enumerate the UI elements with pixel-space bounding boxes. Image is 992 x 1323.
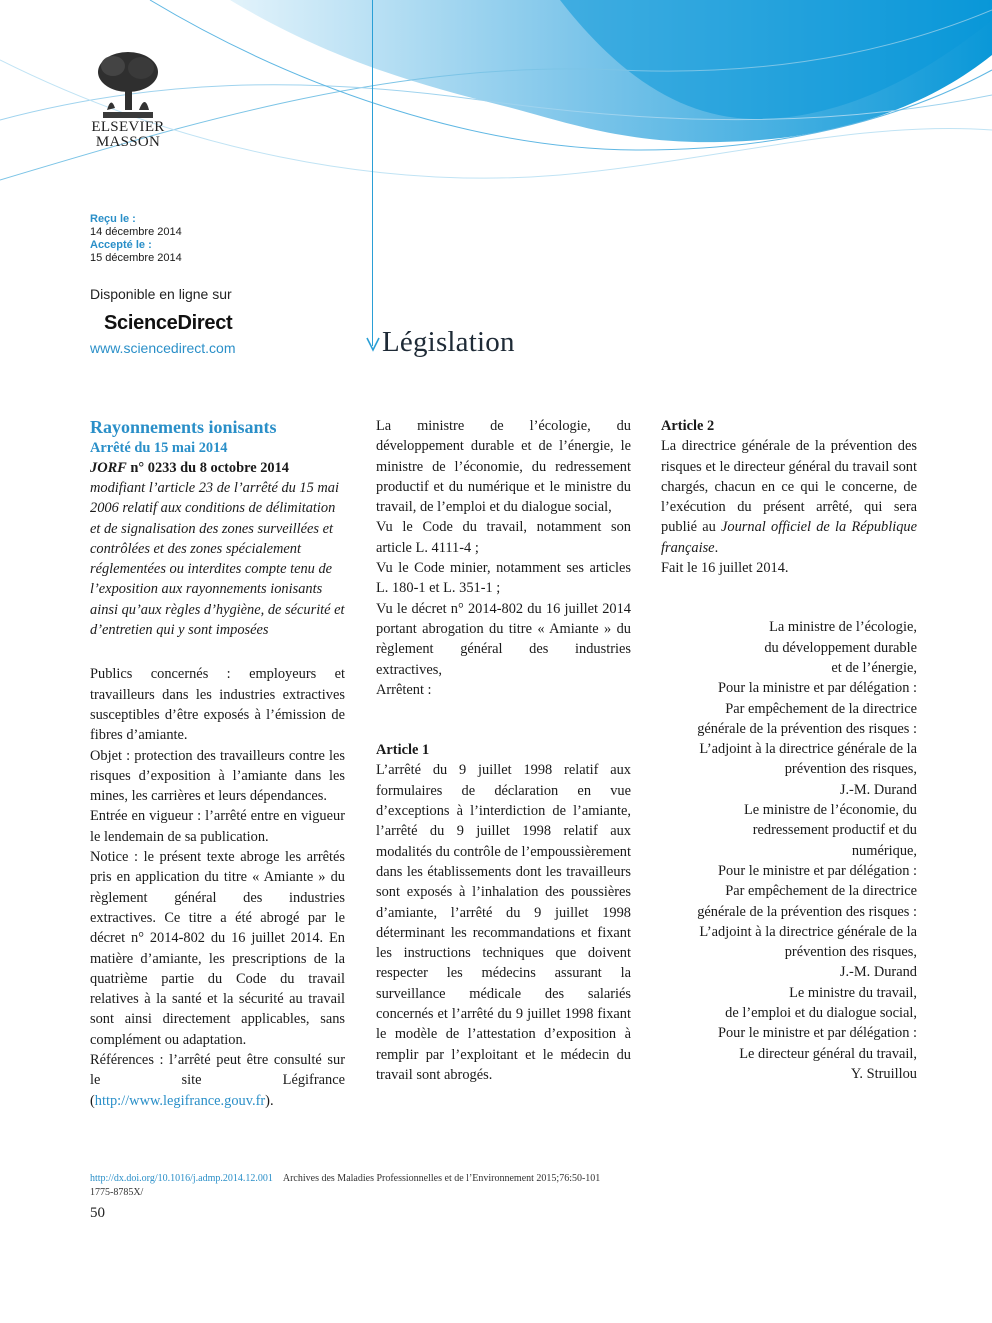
signature-line: redressement productif et du	[752, 822, 917, 839]
column-2: La ministre de l’écologie, du développem…	[376, 416, 631, 1085]
spacer	[376, 700, 631, 740]
decree-date: Arrêté du 15 mai 2014	[90, 440, 228, 456]
logo-line-masson: MASSON	[95, 134, 161, 150]
signature-line: Pour le ministre et par délégation :	[717, 1025, 917, 1042]
column-1: Rayonnements ionisants Arrêté du 15 mai …	[90, 416, 345, 1111]
article-2-end: .	[714, 539, 719, 556]
signature-line: Pour le ministre et par délégation :	[717, 862, 917, 879]
journal-citation: Archives des Maladies Professionnelles e…	[282, 1173, 601, 1184]
objet-paragraph: Objet : protection des travailleurs cont…	[90, 747, 345, 805]
section-title: Législation	[382, 326, 515, 358]
received-label: Reçu le :	[90, 213, 136, 225]
arrow-down-icon	[366, 337, 380, 352]
signature-block: La ministre de l’écologie, du développeme…	[661, 617, 917, 1084]
section-rule	[372, 0, 373, 346]
header-wave-decoration	[0, 0, 992, 181]
column-3: Article 2 La directrice générale de la p…	[661, 416, 917, 1084]
notice-paragraph: Notice : le présent texte abroge les arr…	[90, 849, 345, 1048]
references-text: Références : l’arrêté peut être consulté…	[90, 1052, 345, 1109]
signature-line: Le ministre du travail,	[789, 984, 917, 1001]
legifrance-link[interactable]: http://www.legifrance.gouv.fr	[94, 1092, 266, 1109]
arretent: Arrêtent :	[376, 681, 432, 698]
references-end: ).	[265, 1092, 274, 1109]
received-date: 14 décembre 2014	[90, 226, 182, 238]
journal-officiel: Journal officiel de la République frança…	[661, 519, 918, 556]
availability-text: Disponible en ligne sur	[90, 286, 232, 302]
vu-decret: Vu le décret n° 2014-802 du 16 juillet 2…	[376, 600, 631, 678]
signature-line: J.-M. Durand	[839, 781, 917, 798]
jorf-prefix: JORF	[90, 460, 127, 476]
article-2-text: La directrice générale de la prévention …	[661, 438, 917, 536]
signature-line: du développement durable	[764, 639, 917, 656]
page-number: 50	[90, 1205, 105, 1221]
jorf-number: n° 0233 du 8 octobre 2014	[126, 460, 289, 476]
signature-line: Le directeur général du travail,	[739, 1045, 917, 1062]
preamble-paragraph: La ministre de l’écologie, du développem…	[376, 418, 631, 516]
article-1-body: L’arrêté du 9 juillet 1998 relatif aux f…	[376, 762, 631, 1083]
signature-line: générale de la prévention des risques :	[697, 903, 917, 920]
signature-line: et de l’énergie,	[831, 659, 917, 676]
submission-dates: Reçu le : 14 décembre 2014 Accepté le : …	[90, 213, 182, 265]
jorf-reference: JORF n° 0233 du 8 octobre 2014	[90, 458, 345, 478]
doi-link[interactable]: http://dx.doi.org/10.1016/j.admp.2014.12…	[90, 1173, 273, 1184]
article-summary: Publics concernés : employeurs et travai…	[90, 664, 345, 1111]
signature-line: générale de la prévention des risques :	[697, 720, 917, 737]
accepted-label: Accepté le :	[90, 239, 152, 251]
signature-line: prévention des risques,	[784, 761, 917, 778]
vu-code-travail: Vu le Code du travail, notamment son art…	[376, 519, 631, 556]
signature-line: Par empêchement de la directrice	[725, 700, 917, 717]
references-paragraph: Références : l’arrêté peut être consulté…	[90, 1050, 345, 1111]
signature-line: Le ministre de l’économie, du	[743, 802, 917, 819]
signature-line: numérique,	[851, 842, 917, 859]
sciencedirect-logo: ScienceDirect	[104, 312, 233, 334]
signature-line: La ministre de l’écologie,	[769, 619, 917, 636]
signature-line: de l’emploi et du dialogue social,	[725, 1005, 917, 1022]
publics-paragraph: Publics concernés : employeurs et travai…	[90, 666, 345, 744]
signature-line: L’adjoint à la directrice générale de la	[699, 923, 917, 940]
article-2-body: La directrice générale de la prévention …	[661, 436, 917, 558]
page-footer: http://dx.doi.org/10.1016/j.admp.2014.12…	[90, 1172, 600, 1200]
accepted-date: 15 décembre 2014	[90, 252, 182, 264]
article-1-heading: Article 1	[376, 742, 430, 759]
issn: 1775-8785X/	[90, 1187, 144, 1198]
article-title: Rayonnements ionisants	[90, 417, 277, 437]
elsevier-tree-icon	[98, 52, 158, 118]
entree-paragraph: Entrée en vigueur : l’arrêté entre en vi…	[90, 808, 345, 845]
elsevier-masson-logo: ELSEVIER MASSON	[78, 48, 178, 150]
vu-code-minier: Vu le Code minier, notamment ses article…	[376, 560, 631, 597]
article-abstract: modifiant l’article 23 de l’arrêté du 15…	[90, 480, 345, 639]
article-2-heading: Article 2	[661, 418, 715, 434]
signature-line: J.-M. Durand	[839, 964, 917, 981]
sciencedirect-link[interactable]: www.sciencedirect.com	[90, 340, 236, 356]
signature-line: prévention des risques,	[784, 944, 917, 961]
signature-line: Par empêchement de la directrice	[725, 883, 917, 900]
signature-line: L’adjoint à la directrice générale de la	[699, 741, 917, 758]
signature-line: Y. Struillou	[850, 1065, 917, 1082]
logo-line-elsevier: ELSEVIER	[91, 119, 165, 135]
signature-date: Fait le 16 juillet 2014.	[661, 560, 789, 577]
signature-line: Pour la ministre et par délégation :	[717, 680, 917, 697]
